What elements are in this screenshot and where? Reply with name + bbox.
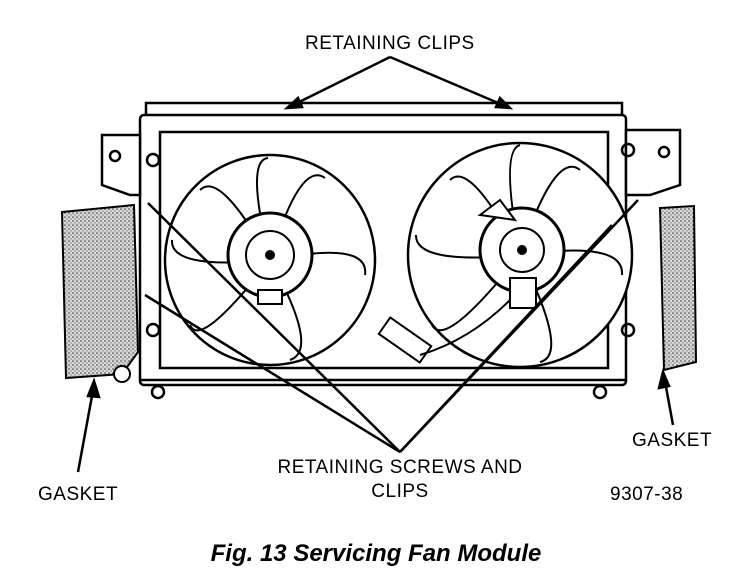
right-fan (406, 141, 634, 369)
left-fan (163, 153, 377, 367)
gasket-leaders (76, 368, 675, 473)
left-gasket (60, 203, 140, 383)
label-retaining-clips: RETAINING CLIPS (305, 33, 475, 54)
label-gasket-right: GASKET (632, 430, 713, 451)
label-gasket-left: GASKET (38, 484, 119, 505)
label-retaining-screws-line2: CLIPS (371, 481, 429, 502)
label-retaining-screws-line1: RETAINING SCREWS AND (277, 457, 523, 478)
figure-number: 9307-38 (610, 484, 684, 505)
wire-connector (377, 299, 511, 364)
right-gasket (658, 204, 698, 372)
retaining-clips-leaders (283, 55, 514, 110)
label-retaining-screws: RETAINING SCREWS AND CLIPS (255, 456, 545, 504)
screws-leaders (144, 199, 639, 454)
figure-caption: Fig. 13 Servicing Fan Module (210, 540, 542, 567)
